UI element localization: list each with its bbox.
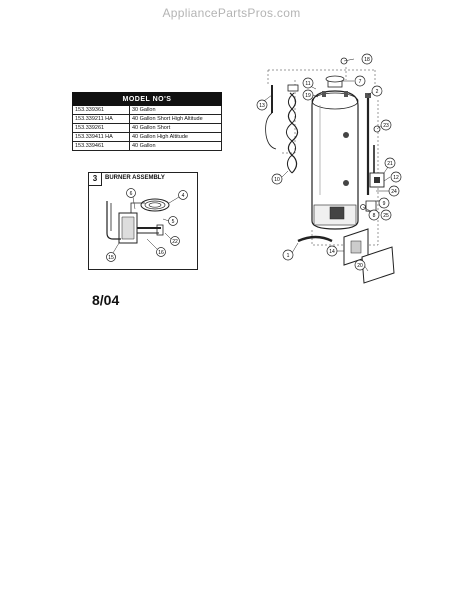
svg-text:18: 18 <box>364 57 370 63</box>
callout-12: 12 <box>390 171 402 183</box>
burner-callout-22: 22 <box>170 236 180 246</box>
svg-text:23: 23 <box>383 123 389 129</box>
svg-text:16: 16 <box>158 250 164 256</box>
svg-text:15: 15 <box>108 255 114 261</box>
svg-text:21: 21 <box>387 161 393 167</box>
svg-text:13: 13 <box>259 103 265 109</box>
svg-text:10: 10 <box>274 177 280 183</box>
callout-8: 8 <box>368 209 380 221</box>
callout-14: 14 <box>326 245 338 257</box>
burner-assembly-drawing: 6 4 5 22 16 15 <box>106 188 188 262</box>
burner-assembly-inset: 6 4 5 22 16 15 3 BURNER ASSEMBLY <box>88 172 198 270</box>
callout-21: 21 <box>384 157 396 169</box>
svg-text:22: 22 <box>172 239 178 245</box>
burner-callout-5: 5 <box>168 216 178 226</box>
callout-13: 13 <box>256 99 268 111</box>
callout-20: 20 <box>354 259 366 271</box>
svg-text:9: 9 <box>383 201 386 207</box>
svg-text:1: 1 <box>287 253 290 259</box>
burner-callout-15: 15 <box>106 252 116 262</box>
date-label: 8/04 <box>92 292 120 308</box>
svg-text:11: 11 <box>305 81 310 87</box>
callout-10: 10 <box>271 173 283 185</box>
burner-callout-16: 16 <box>156 247 166 257</box>
svg-text:2: 2 <box>376 89 379 95</box>
watermark-text: AppliancePartsPros.com <box>162 6 301 20</box>
callout-9: 9 <box>378 197 390 209</box>
svg-text:12: 12 <box>393 175 399 181</box>
svg-text:20: 20 <box>357 263 363 269</box>
burner-callout-6: 6 <box>126 188 136 198</box>
callout-1: 1 <box>282 249 294 261</box>
svg-text:24: 24 <box>391 189 397 195</box>
svg-text:25: 25 <box>383 213 389 219</box>
svg-text:5: 5 <box>172 219 175 225</box>
callout-23: 23 <box>380 119 392 131</box>
callout-11: 11 <box>302 77 314 89</box>
svg-text:4: 4 <box>182 193 185 199</box>
svg-text:19: 19 <box>305 93 311 99</box>
burner-assembly-number: 3 <box>89 173 102 186</box>
callout-19: 19 <box>302 89 314 101</box>
callout-2: 2 <box>371 85 383 97</box>
svg-text:6: 6 <box>130 191 133 197</box>
callout-24: 24 <box>388 185 400 197</box>
callout-18: 18 <box>361 53 373 65</box>
water-heater-exploded-diagram: 18 7 11 19 2 13 23 10 21 12 24 9 8 25 14… <box>256 53 402 284</box>
svg-text:8: 8 <box>373 213 376 219</box>
callout-7: 7 <box>354 75 366 87</box>
svg-text:7: 7 <box>359 79 362 85</box>
model-table-header: MODEL NO'S <box>72 92 222 106</box>
burner-callout-4: 4 <box>178 190 188 200</box>
callout-25: 25 <box>380 209 392 221</box>
svg-text:14: 14 <box>329 249 335 255</box>
burner-assembly-title: BURNER ASSEMBLY <box>105 175 165 181</box>
